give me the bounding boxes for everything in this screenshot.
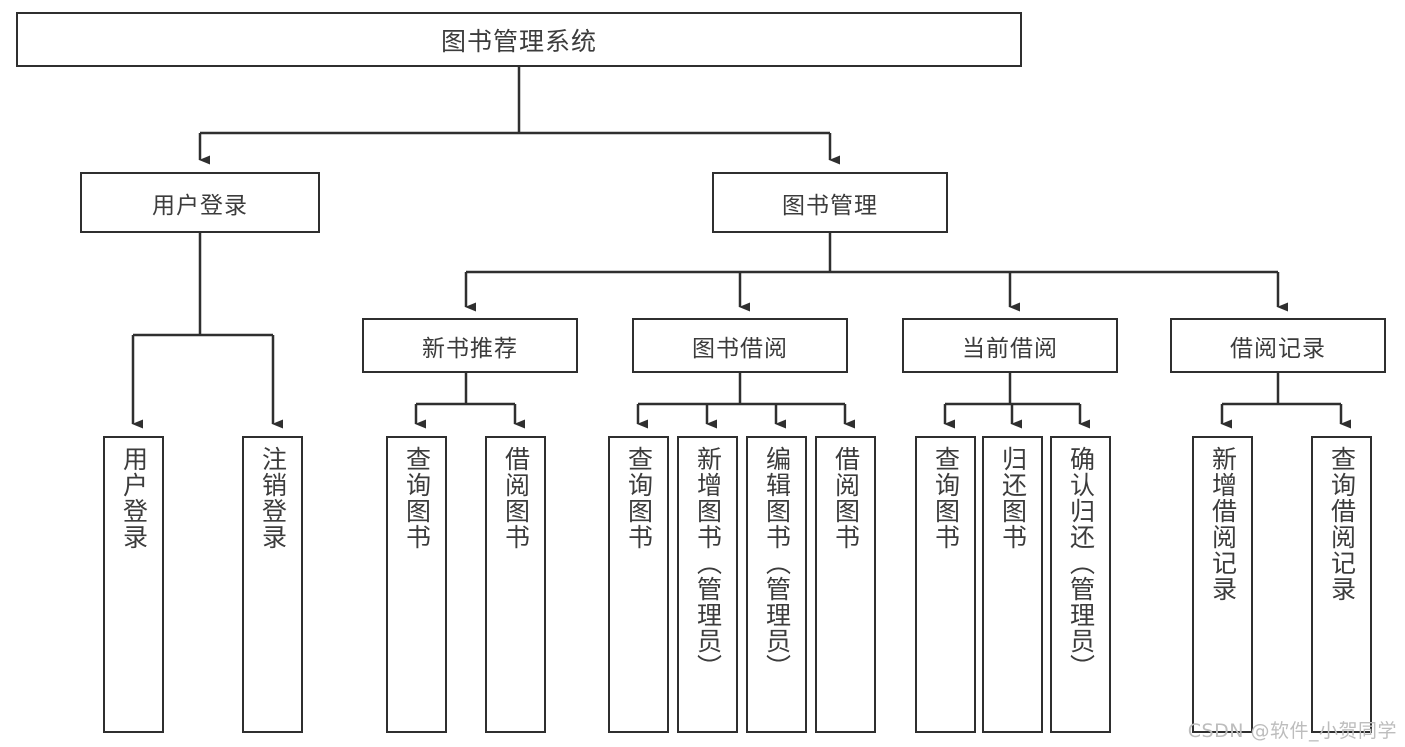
node-leaf-query-book-3-label: 查询图书 <box>931 446 961 550</box>
node-leaf-edit-book-label: 编辑图书（管理员） <box>762 446 792 680</box>
node-leaf-borrow-book-2-label: 借阅图书 <box>831 446 861 550</box>
node-borrow-record[interactable]: 借阅记录 <box>1170 318 1386 373</box>
node-leaf-return-book[interactable]: 归还图书 <box>982 436 1043 733</box>
node-borrow-record-label: 借阅记录 <box>1230 335 1326 362</box>
node-book-management-label: 图书管理 <box>782 192 878 219</box>
node-leaf-logout-login[interactable]: 注销登录 <box>242 436 303 733</box>
node-new-book-recommend[interactable]: 新书推荐 <box>362 318 578 373</box>
node-leaf-edit-book[interactable]: 编辑图书（管理员） <box>746 436 807 733</box>
node-leaf-add-book[interactable]: 新增图书（管理员） <box>677 436 738 733</box>
node-user-login[interactable]: 用户登录 <box>80 172 320 233</box>
node-leaf-confirm-return[interactable]: 确认归还（管理员） <box>1050 436 1111 733</box>
node-user-login-label: 用户登录 <box>152 192 248 219</box>
node-leaf-query-borrow-record-label: 查询借阅记录 <box>1327 446 1357 602</box>
node-leaf-query-book-3[interactable]: 查询图书 <box>915 436 976 733</box>
node-leaf-add-borrow-record[interactable]: 新增借阅记录 <box>1192 436 1253 733</box>
node-new-book-recommend-label: 新书推荐 <box>422 335 518 362</box>
node-leaf-add-book-label: 新增图书（管理员） <box>693 446 723 680</box>
node-leaf-add-borrow-record-label: 新增借阅记录 <box>1208 446 1238 602</box>
node-current-borrow-label: 当前借阅 <box>962 335 1058 362</box>
node-root-label: 图书管理系统 <box>440 26 597 56</box>
node-root[interactable]: 图书管理系统 <box>16 12 1022 67</box>
node-book-management[interactable]: 图书管理 <box>712 172 948 233</box>
watermark-text: CSDN @软件_小贺同学 <box>1187 720 1397 742</box>
node-leaf-borrow-book-1-label: 借阅图书 <box>501 446 531 550</box>
node-book-borrow-label: 图书借阅 <box>692 335 788 362</box>
node-leaf-query-borrow-record[interactable]: 查询借阅记录 <box>1311 436 1372 733</box>
node-leaf-confirm-return-label: 确认归还（管理员） <box>1066 446 1096 680</box>
node-leaf-logout-login-label: 注销登录 <box>258 446 288 550</box>
node-leaf-query-book-1-label: 查询图书 <box>402 446 432 550</box>
node-leaf-query-book-2[interactable]: 查询图书 <box>608 436 669 733</box>
node-leaf-borrow-book-2[interactable]: 借阅图书 <box>815 436 876 733</box>
node-leaf-return-book-label: 归还图书 <box>998 446 1028 550</box>
node-leaf-query-book-2-label: 查询图书 <box>624 446 654 550</box>
node-leaf-query-book-1[interactable]: 查询图书 <box>386 436 447 733</box>
node-leaf-user-login[interactable]: 用户登录 <box>103 436 164 733</box>
node-leaf-borrow-book-1[interactable]: 借阅图书 <box>485 436 546 733</box>
node-current-borrow[interactable]: 当前借阅 <box>902 318 1118 373</box>
node-book-borrow[interactable]: 图书借阅 <box>632 318 848 373</box>
node-leaf-user-login-label: 用户登录 <box>119 446 149 550</box>
